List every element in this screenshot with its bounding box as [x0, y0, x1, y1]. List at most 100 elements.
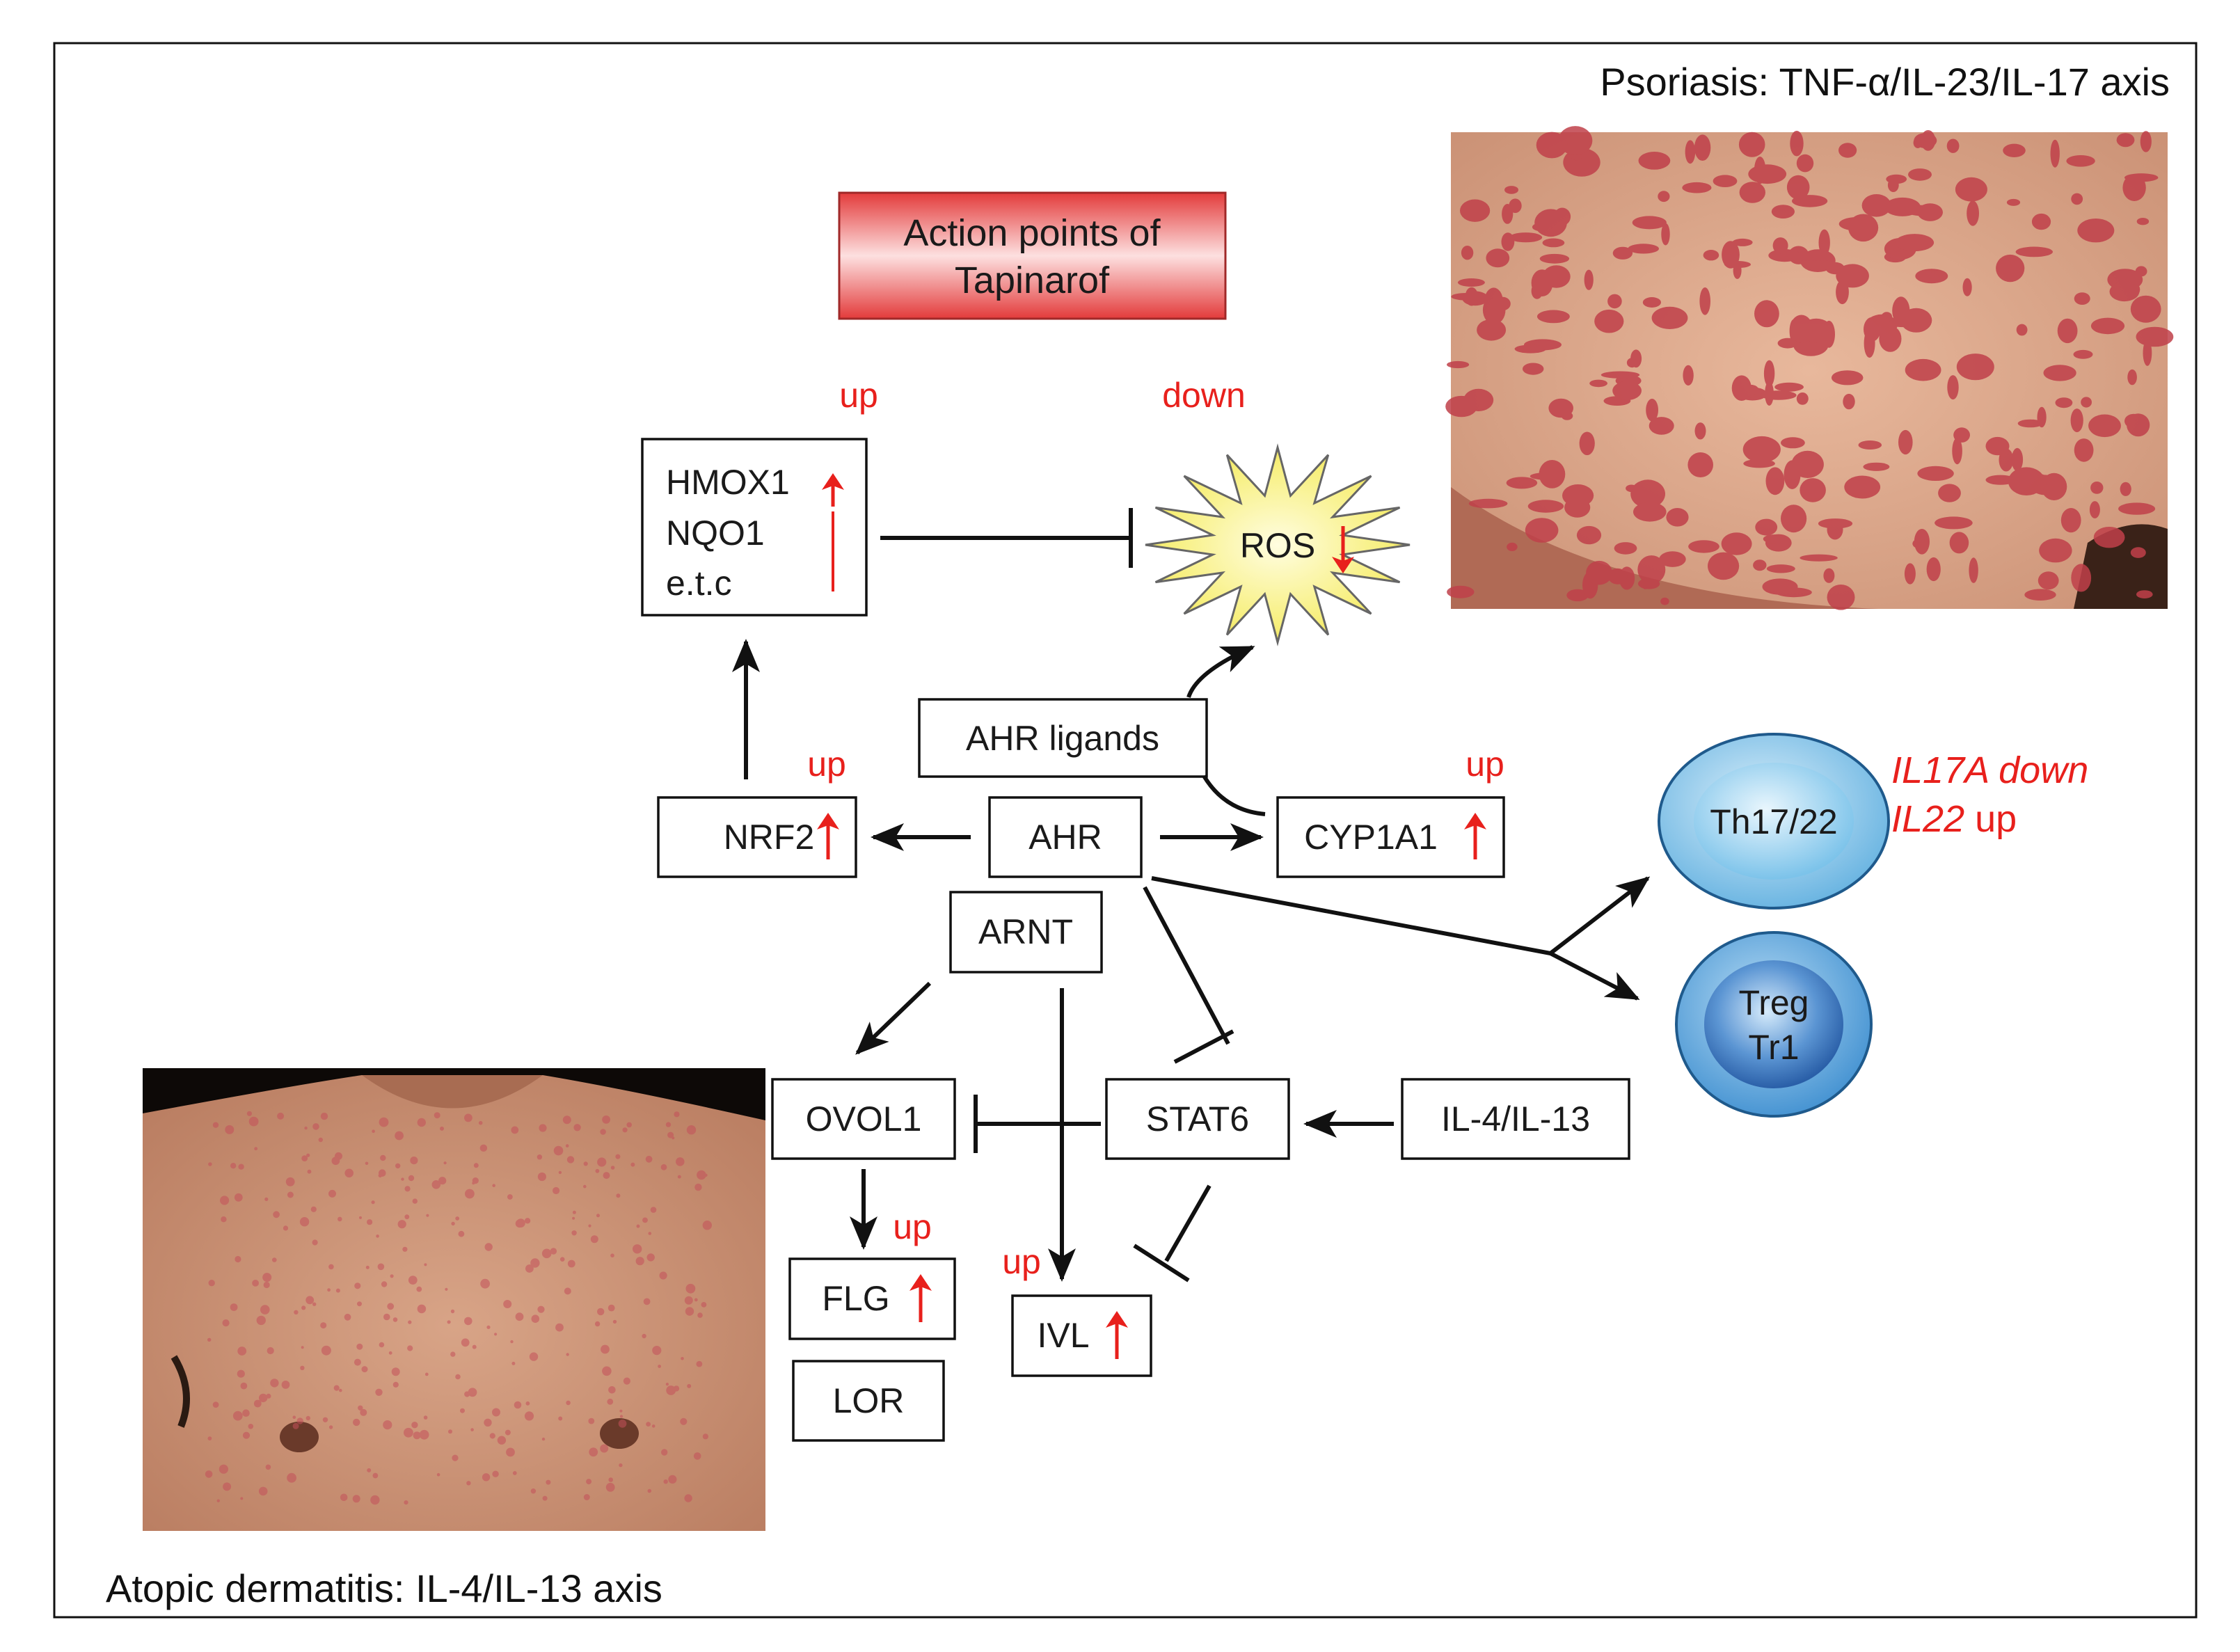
eczema-spot — [650, 1207, 657, 1213]
eczema-spot — [588, 1417, 595, 1424]
psoriasis-plaque — [2074, 292, 2090, 305]
etc-label: e.t.c — [666, 564, 731, 603]
eczema-spot — [468, 1388, 477, 1397]
eczema-spot — [473, 1163, 479, 1168]
psoriasis-plaque — [2116, 133, 2135, 148]
psoriasis-plaque — [1755, 518, 1778, 536]
psoriasis-plaque — [1915, 269, 1948, 284]
psoriasis-plaque — [1661, 223, 1670, 246]
psoriasis-plaque — [2066, 155, 2095, 167]
eczema-spot — [645, 1155, 653, 1163]
eczema-spot — [507, 1194, 513, 1200]
eczema-spot — [254, 1147, 258, 1151]
psoriasis-plaque — [1771, 205, 1795, 219]
eczema-spot — [612, 1319, 617, 1324]
eczema-spot — [665, 1383, 669, 1386]
psoriasis-plaque — [1823, 568, 1835, 583]
psoriasis-plaque — [1688, 540, 1719, 553]
eczema-spot — [597, 1157, 607, 1167]
psoriasis-plaque — [1694, 422, 1706, 440]
eczema-spot — [248, 1424, 254, 1429]
eczema-spot — [553, 1145, 564, 1156]
psoriasis-plaque — [1703, 250, 1719, 261]
eczema-spot — [583, 1184, 587, 1189]
psoriasis-plaque — [1985, 436, 2010, 456]
eczema-spot — [684, 1296, 693, 1305]
eczema-spot — [597, 1308, 605, 1316]
eczema-spot — [626, 1122, 632, 1128]
eczema-spot — [697, 1312, 703, 1318]
psoriasis-plaque — [1626, 484, 1637, 493]
psoriasis-plaque — [1514, 344, 1546, 354]
psoriasis-plaque — [2057, 318, 2078, 344]
eczema-spot — [668, 1475, 677, 1484]
psoriasis-plaque — [1666, 508, 1689, 527]
eczema-spot — [424, 1263, 427, 1266]
psoriasis-plaque — [1536, 132, 1568, 159]
eczema-spot — [370, 1495, 380, 1505]
eczema-spot — [658, 1365, 661, 1368]
eczema-spot — [424, 1372, 429, 1376]
psoriasis-plaque — [2024, 589, 2056, 601]
eczema-spot — [460, 1408, 465, 1413]
eczema-spot — [404, 1427, 413, 1438]
psoriasis-plaque — [2093, 527, 2125, 548]
eczema-spot — [408, 1276, 418, 1285]
eczema-spot — [328, 1189, 336, 1198]
psoriasis-plaque — [1912, 538, 1928, 549]
psoriasis-plaque — [1800, 249, 1836, 272]
eczema-spot — [390, 1274, 394, 1278]
ahr-label: AHR — [1028, 818, 1102, 857]
eczema-spot — [676, 1157, 685, 1166]
eczema-spot — [322, 1417, 328, 1423]
psoriasis-plaque — [1938, 484, 1961, 502]
eczema-spot — [361, 1366, 368, 1373]
eczema-spot — [450, 1351, 456, 1357]
eczema-spot — [583, 1494, 590, 1500]
psoriasis-plaque — [1713, 175, 1738, 187]
eczema-spot — [339, 1388, 342, 1392]
psoriasis-plaque — [1955, 177, 1987, 202]
eczema-spot — [310, 1206, 317, 1212]
eczema-spot — [344, 1313, 351, 1321]
psoriasis-plaque — [1796, 154, 1814, 173]
eczema-spot — [248, 1116, 259, 1127]
eczema-spot — [566, 1400, 571, 1406]
flg-box: FLG — [788, 1257, 956, 1340]
eczema-spot — [492, 1184, 495, 1187]
eczema-spot — [357, 1301, 362, 1307]
eczema-spot — [603, 1172, 610, 1180]
psoriasis-plaque — [1607, 294, 1622, 309]
psoriasis-plaque — [1523, 363, 1544, 375]
eczema-spot — [216, 1499, 220, 1502]
psoriasis-plaque — [1589, 379, 1608, 388]
arnt-to-ovol1-arrow — [855, 981, 932, 1055]
eczema-spot — [451, 1221, 455, 1226]
eczema-spot — [642, 1333, 646, 1339]
ivl-up-annotation: up — [1002, 1242, 1041, 1281]
eczema-spot — [566, 1156, 575, 1163]
eczema-spot — [622, 1127, 628, 1133]
psoriasis-plaque — [1721, 532, 1752, 555]
eczema-spot — [573, 1124, 581, 1131]
eczema-spot — [646, 1422, 651, 1427]
eczema-spot — [207, 1436, 212, 1441]
eczema-spot — [321, 1345, 331, 1356]
psoriasis-plaque — [2109, 282, 2140, 302]
psoriasis-plaque — [1633, 502, 1667, 522]
eczema-spot — [438, 1177, 447, 1185]
eczema-spot — [566, 1353, 569, 1356]
eczema-spot — [510, 1340, 514, 1344]
eczema-spot — [546, 1479, 551, 1485]
eczema-spot — [455, 1216, 460, 1221]
psoriasis-plaque — [1694, 134, 1711, 161]
eczema-spot — [702, 1221, 712, 1230]
eczema-spot — [307, 1169, 312, 1174]
psoriasis-plaque — [1612, 381, 1642, 401]
psoriasis-plaque — [1607, 568, 1628, 585]
lor-label: LOR — [833, 1381, 905, 1420]
eczema-spot — [340, 1493, 348, 1502]
eczema-spot — [294, 1310, 299, 1315]
eczema-spot — [572, 1210, 576, 1214]
eczema-spot — [383, 1313, 390, 1321]
